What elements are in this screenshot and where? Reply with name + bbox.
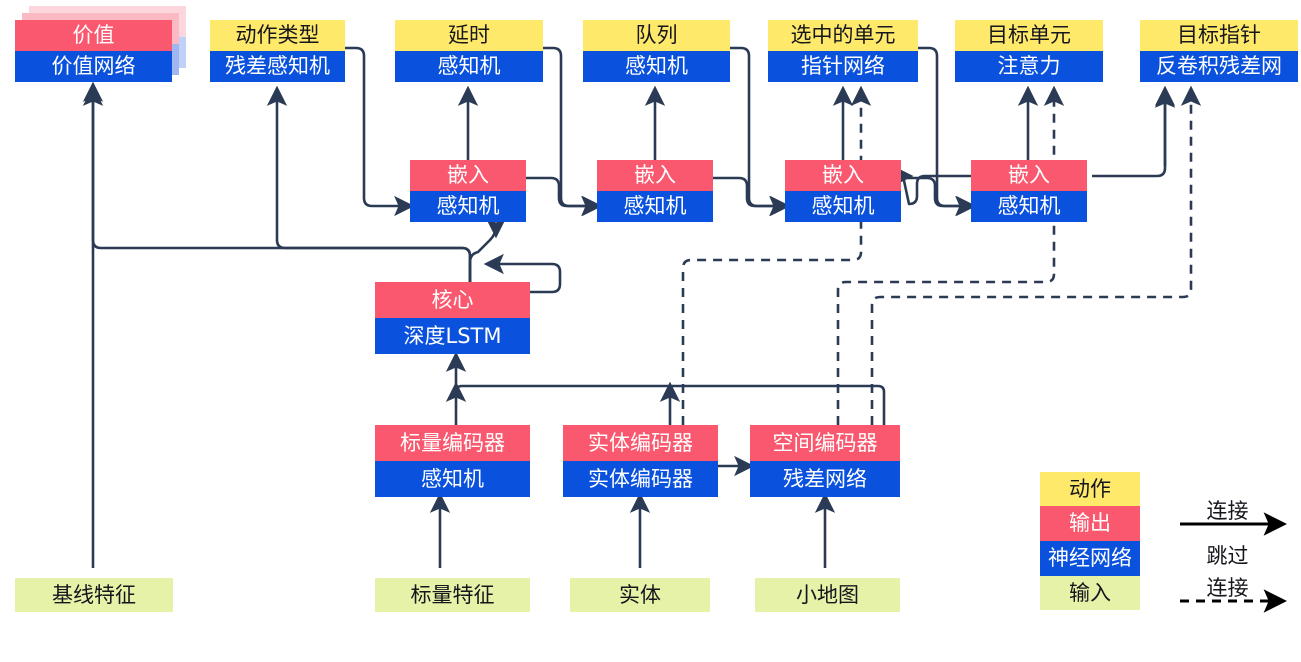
node-core-bottom-label: 深度LSTM <box>375 318 530 354</box>
node-embed-4-bottom-label: 感知机 <box>971 191 1087 222</box>
legend-item-input: 输入 <box>1040 576 1140 610</box>
node-selected-units-top-label: 选中的单元 <box>768 20 918 51</box>
node-selected-units-bottom-label: 指针网络 <box>768 51 918 82</box>
node-queue[interactable]: 队列 感知机 <box>583 20 730 82</box>
node-core-top-label: 核心 <box>375 282 530 318</box>
skip-entityenc-to-selected <box>681 85 872 425</box>
input-entities[interactable]: 实体 <box>570 578 710 612</box>
input-baseline-features-label: 基线特征 <box>15 578 173 612</box>
node-target-unit[interactable]: 目标单元 注意力 <box>955 20 1103 82</box>
node-scalar-encoder[interactable]: 标量编码器 感知机 <box>375 425 530 497</box>
node-target-unit-top-label: 目标单元 <box>955 20 1103 51</box>
node-queue-top-label: 队列 <box>583 20 730 51</box>
node-selected-units[interactable]: 选中的单元 指针网络 <box>768 20 918 82</box>
node-entity-encoder-bottom-label: 实体编码器 <box>563 461 718 497</box>
edge-embed4-to-embed3 <box>895 165 1042 206</box>
node-queue-bottom-label: 感知机 <box>583 51 730 82</box>
node-embed-1[interactable]: 嵌入 感知机 <box>410 160 526 222</box>
node-embed-2[interactable]: 嵌入 感知机 <box>597 160 713 222</box>
node-delay-bottom-label: 感知机 <box>395 51 543 82</box>
node-action-type-bottom-label: 残差感知机 <box>210 51 345 82</box>
node-scalar-encoder-top-label: 标量编码器 <box>375 425 530 461</box>
edge-embed3-to-embed4 <box>901 176 976 217</box>
edge-core-to-embed1 <box>468 218 507 282</box>
input-entities-label: 实体 <box>570 578 710 612</box>
node-entity-encoder-top-label: 实体编码器 <box>563 425 718 461</box>
node-target-point-top-label: 目标指针 <box>1140 20 1298 51</box>
node-delay[interactable]: 延时 感知机 <box>395 20 543 82</box>
edge-embed4-right-to-targetpoint <box>1092 87 1176 178</box>
node-embed-1-top-label: 嵌入 <box>410 160 526 191</box>
input-scalar-features-label: 标量特征 <box>375 578 530 612</box>
skip-spatialenc-to-targetpoint <box>870 85 1202 425</box>
edge-core-bus-actiontype <box>266 85 472 282</box>
node-value[interactable]: 价值 价值网络 <box>15 20 172 82</box>
node-embed-3-top-label: 嵌入 <box>785 160 901 191</box>
input-baseline-features[interactable]: 基线特征 <box>15 578 173 612</box>
node-embed-2-top-label: 嵌入 <box>597 160 713 191</box>
node-spatial-encoder-bottom-label: 残差网络 <box>750 461 900 497</box>
node-target-unit-bottom-label: 注意力 <box>955 51 1103 82</box>
legend-skip-label-line2: 连接 <box>1206 576 1249 600</box>
input-scalar-features[interactable]: 标量特征 <box>375 578 530 612</box>
edge-actiontype-to-embed1 <box>345 46 415 217</box>
node-target-point-bottom-label: 反卷积残差网 <box>1140 51 1298 82</box>
node-embed-4[interactable]: 嵌入 感知机 <box>971 160 1087 222</box>
node-embed-1-bottom-label: 感知机 <box>410 191 526 222</box>
edge-embed1-to-embed2 <box>526 176 602 217</box>
legend-item-network: 神经网络 <box>1040 541 1140 576</box>
node-action-type-top-label: 动作类型 <box>210 20 345 51</box>
node-scalar-encoder-bottom-label: 感知机 <box>375 461 530 497</box>
legend-color-key: 动作 输出 神经网络 输入 <box>1040 472 1140 610</box>
edge-core-recurrent <box>483 253 562 294</box>
node-embed-3-bottom-label: 感知机 <box>785 191 901 222</box>
legend-connection-label: 连接 <box>1206 499 1249 523</box>
edge-embed2-to-embed3 <box>713 176 790 217</box>
skip-spatialenc-to-targetunit <box>836 85 1065 425</box>
node-spatial-encoder[interactable]: 空间编码器 残差网络 <box>750 425 900 497</box>
node-embed-2-bottom-label: 感知机 <box>597 191 713 222</box>
node-delay-top-label: 延时 <box>395 20 543 51</box>
node-entity-encoder[interactable]: 实体编码器 实体编码器 <box>563 425 718 497</box>
legend-item-action: 动作 <box>1040 472 1140 506</box>
node-spatial-encoder-top-label: 空间编码器 <box>750 425 900 461</box>
node-value-top-label: 价值 <box>15 20 172 51</box>
legend-skip-label-line1: 跳过 <box>1206 544 1249 568</box>
legend-item-output: 输出 <box>1040 506 1140 541</box>
node-action-type[interactable]: 动作类型 残差感知机 <box>210 20 345 82</box>
input-minimap[interactable]: 小地图 <box>755 578 900 612</box>
node-target-point[interactable]: 目标指针 反卷积残差网 <box>1140 20 1298 82</box>
node-embed-3[interactable]: 嵌入 感知机 <box>785 160 901 222</box>
input-minimap-label: 小地图 <box>755 578 900 612</box>
node-core[interactable]: 核心 深度LSTM <box>375 282 530 354</box>
node-embed-4-top-label: 嵌入 <box>971 160 1087 191</box>
node-value-bottom-label: 价值网络 <box>15 51 172 82</box>
